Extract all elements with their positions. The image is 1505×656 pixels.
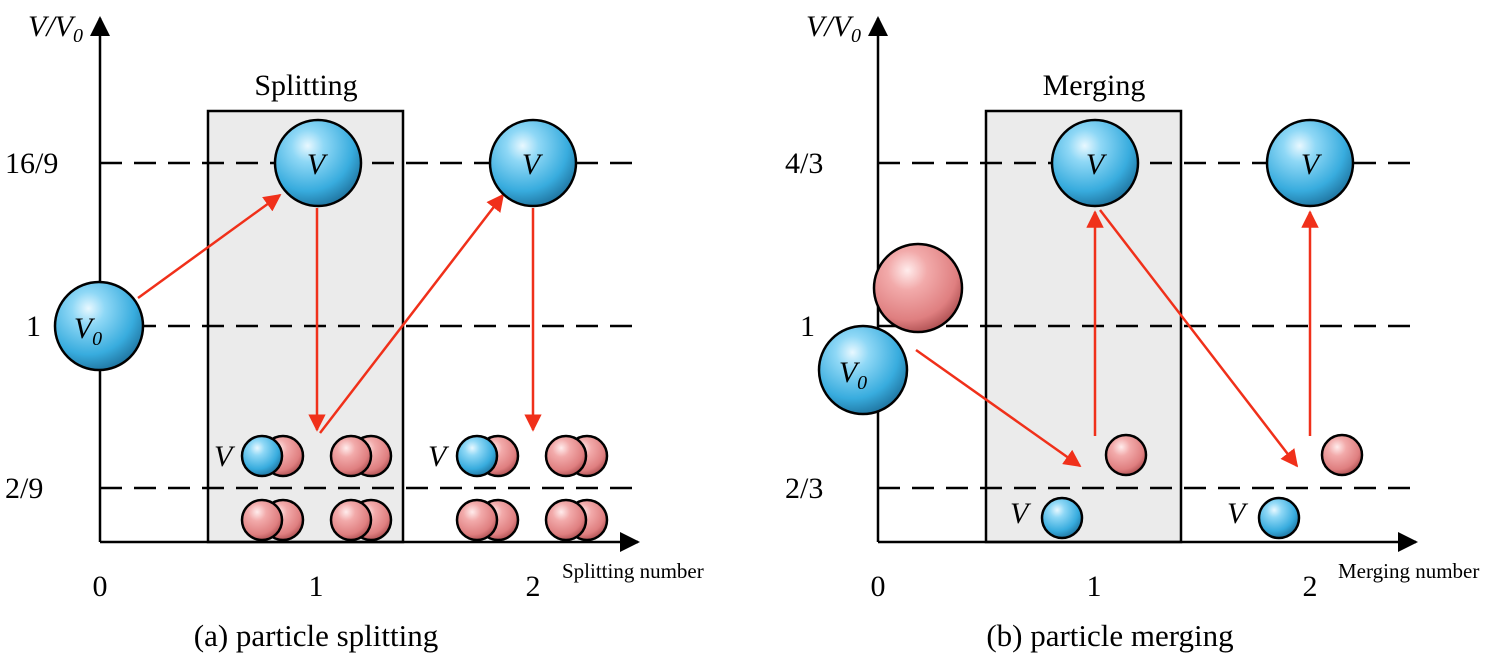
caption-b: (b) particle merging bbox=[986, 618, 1233, 653]
small-v-label-b1: V bbox=[1010, 497, 1032, 530]
x-tick-2-b: 2 bbox=[1303, 570, 1318, 603]
svg-text:V: V bbox=[522, 148, 544, 181]
y-tick-1-b: 1 bbox=[800, 310, 815, 343]
particle-merge-2: V bbox=[1265, 118, 1355, 208]
particle-split-1: V bbox=[273, 118, 363, 208]
cluster-split2-bottom-left bbox=[455, 498, 520, 542]
cluster-split1-bottom-right bbox=[329, 498, 393, 542]
initial-particle-b: V0 bbox=[817, 324, 909, 416]
cluster-split2-bottom-right bbox=[544, 498, 609, 542]
arrow-b-m1-to-m2 bbox=[1099, 209, 1299, 468]
y-tick-2-3: 2/3 bbox=[785, 472, 823, 505]
initial-particle: V0 bbox=[53, 280, 145, 372]
small-v-label-b2: V bbox=[1227, 497, 1249, 530]
y-tick-4-3: 4/3 bbox=[785, 147, 823, 180]
x-tick-0-b: 0 bbox=[871, 570, 886, 603]
svg-text:V: V bbox=[1301, 148, 1323, 181]
splitting-box-title: Splitting bbox=[254, 69, 357, 102]
y-tick-1: 1 bbox=[26, 310, 41, 343]
cluster-split1-bottom-left bbox=[240, 498, 305, 542]
small-pink-m2 bbox=[1320, 433, 1364, 477]
particle-split-2: V bbox=[488, 118, 578, 208]
arrow-down-to-split2 bbox=[319, 193, 505, 434]
small-v-label-1: V bbox=[214, 440, 236, 473]
cluster-split1-top-right bbox=[329, 434, 393, 478]
merging-box-title: Merging bbox=[1043, 69, 1146, 102]
panel-a: Splitting V/V0 16/9 1 2/9 0 1 2 Splittin… bbox=[5, 10, 704, 653]
x-tick-1-b: 1 bbox=[1087, 570, 1102, 603]
caption-a: (a) particle splitting bbox=[194, 618, 438, 653]
svg-text:V0: V0 bbox=[74, 312, 102, 350]
initial-pink-particle bbox=[872, 242, 964, 334]
svg-text:V0: V0 bbox=[839, 356, 867, 394]
y-axis-label-b: V/V0 bbox=[806, 10, 861, 47]
x-axis-label: Splitting number bbox=[562, 559, 704, 583]
x-axis-label-b: Merging number bbox=[1338, 559, 1479, 583]
y-tick-2-9: 2/9 bbox=[5, 472, 43, 505]
svg-text:V: V bbox=[1086, 148, 1108, 181]
arrow-v0-to-split1 bbox=[137, 193, 282, 300]
x-tick-2: 2 bbox=[526, 570, 541, 603]
panel-b: Merging V/V0 4/3 1 2/3 0 1 2 Merging num… bbox=[785, 10, 1479, 653]
arrow-b-initial-to-m1 bbox=[915, 348, 1082, 468]
cluster-split2-top-left bbox=[455, 434, 520, 478]
svg-text:V: V bbox=[307, 148, 329, 181]
small-v-label-2: V bbox=[428, 440, 450, 473]
small-blue-m2 bbox=[1257, 496, 1301, 540]
y-axis-label: V/V0 bbox=[28, 10, 83, 47]
cluster-split2-top-right bbox=[544, 434, 609, 478]
particle-merge-1: V bbox=[1050, 118, 1140, 208]
x-tick-1: 1 bbox=[309, 570, 324, 603]
x-tick-0: 0 bbox=[93, 570, 108, 603]
small-blue-m1 bbox=[1040, 496, 1084, 540]
y-tick-16-9: 16/9 bbox=[5, 147, 58, 180]
small-pink-m1 bbox=[1104, 433, 1148, 477]
cluster-split1-top-left bbox=[240, 434, 305, 478]
